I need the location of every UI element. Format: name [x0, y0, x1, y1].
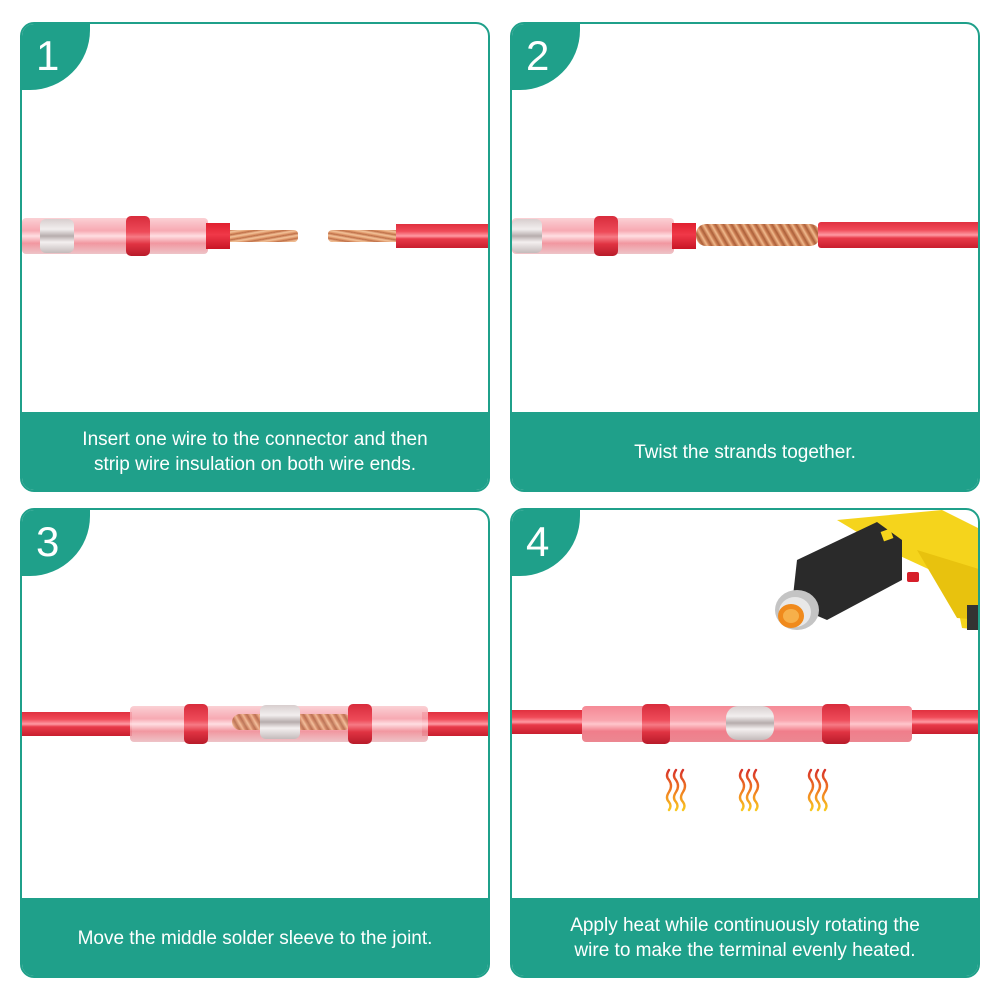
solder-ring: [512, 219, 542, 253]
red-wire: [22, 712, 132, 736]
stripped-strands: [328, 230, 396, 242]
step-number-badge: 2: [512, 24, 580, 90]
step-caption: Insert one wire to the connector and the…: [22, 412, 488, 490]
melted-solder: [726, 706, 774, 740]
sealing-ring: [594, 216, 618, 256]
red-wire: [818, 222, 978, 248]
wire-insulation-end: [206, 223, 230, 249]
step-caption: Move the middle solder sleeve to the joi…: [22, 898, 488, 976]
heat-wave-icon: [738, 768, 760, 812]
solder-ring: [260, 705, 300, 739]
sealing-ring: [822, 704, 850, 744]
sealing-ring: [184, 704, 208, 744]
step-4-illustration: [512, 510, 978, 898]
sealing-ring: [126, 216, 150, 256]
heat-wave-icon: [807, 768, 829, 812]
step-3-illustration: [22, 510, 488, 898]
step-2-illustration: [512, 24, 978, 412]
red-wire: [422, 712, 488, 736]
sealing-ring: [642, 704, 670, 744]
sealing-ring: [348, 704, 372, 744]
step-number-badge: 1: [22, 24, 90, 90]
step-4-panel: 4 Apply heat while continuou: [510, 508, 980, 978]
step-1-illustration: [22, 24, 488, 412]
step-caption: Twist the strands together.: [512, 412, 978, 490]
heat-wave-icon: [665, 768, 687, 812]
step-1-panel: 1 Insert one wire to the connector and t…: [20, 22, 490, 492]
twisted-strands: [696, 224, 820, 246]
solder-ring: [40, 219, 74, 253]
step-2-panel: 2 Twist the strands together.: [510, 22, 980, 492]
stripped-strands: [230, 230, 298, 242]
red-wire: [396, 224, 488, 248]
heat-gun-icon: [775, 510, 978, 630]
wire-insulation-end: [672, 223, 696, 249]
step-3-panel: 3 Move the middle solder sleeve to the j…: [20, 508, 490, 978]
step-caption: Apply heat while continuously rotating t…: [512, 898, 978, 976]
